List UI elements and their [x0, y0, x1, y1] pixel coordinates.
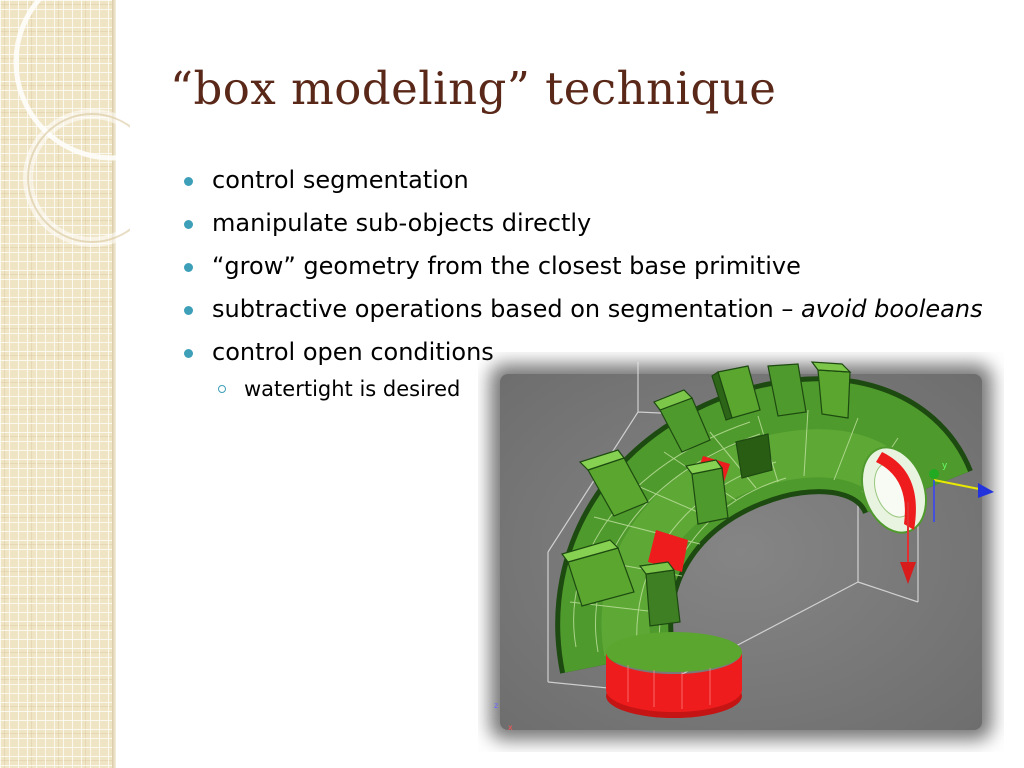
- bullet-text: “grow” geometry from the closest base pr…: [212, 252, 801, 280]
- bullet-item: control open conditions watertight is de…: [184, 338, 1004, 404]
- bullet-item: control segmentation: [184, 166, 1004, 195]
- bullet-text: manipulate sub-objects directly: [212, 209, 592, 237]
- bullet-marker: [184, 177, 193, 186]
- sub-bullet-list: watertight is desired: [212, 375, 1004, 404]
- sub-bullet-marker: [218, 385, 226, 393]
- sub-bullet-text: watertight is desired: [244, 377, 461, 401]
- bullet-text-emphasis: avoid booleans: [800, 295, 983, 323]
- bullet-text: control open conditions: [212, 338, 494, 366]
- bullet-marker: [184, 220, 193, 229]
- bullet-item: subtractive operations based on segmenta…: [184, 295, 1004, 324]
- corner-z-label: z: [494, 701, 498, 710]
- bullet-item: “grow” geometry from the closest base pr…: [184, 252, 1004, 281]
- sub-bullet-item: watertight is desired: [212, 375, 1004, 404]
- decorative-circles: [13, 0, 130, 247]
- bullet-item: manipulate sub-objects directly: [184, 209, 1004, 238]
- bullet-text: control segmentation: [212, 166, 469, 194]
- bullet-list: control segmentation manipulate sub-obje…: [184, 166, 1004, 418]
- gizmo-y-label: y: [942, 461, 948, 471]
- bullet-text-plain: subtractive operations based on segmenta…: [212, 295, 801, 323]
- extruded-boxes: [561, 361, 852, 627]
- bullet-marker: [184, 306, 193, 315]
- slide-title: “box modeling” technique: [170, 62, 777, 115]
- axis-gizmo: y z x: [494, 461, 994, 732]
- side-strip-edge: [112, 0, 116, 768]
- 3d-model-figure: y z x: [490, 361, 994, 740]
- bullet-text: subtractive operations based on segmenta…: [212, 295, 983, 323]
- corner-x-label: x: [508, 723, 513, 732]
- bullet-marker: [184, 349, 193, 358]
- bullet-marker: [184, 263, 193, 272]
